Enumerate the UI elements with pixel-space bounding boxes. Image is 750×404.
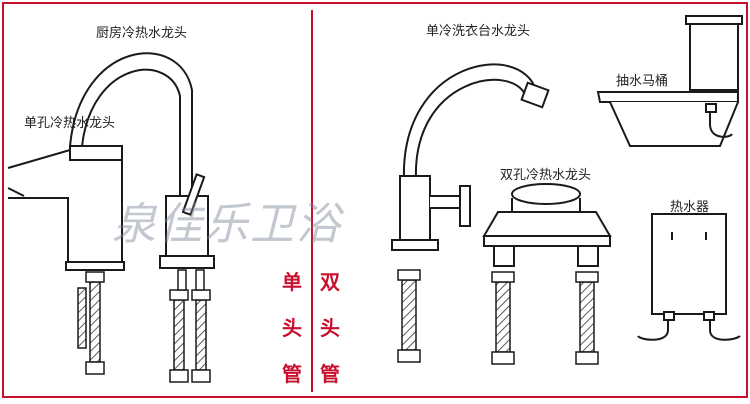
heading-double-3: 管 bbox=[320, 362, 340, 386]
label-water-heater: 热水器 bbox=[670, 200, 710, 215]
double-hole-faucet-drawing bbox=[482, 183, 612, 365]
label-toilet: 抽水马桶 bbox=[616, 74, 669, 89]
single-hoses bbox=[77, 269, 211, 383]
label-kitchen-faucet: 厨房冷热水龙头 bbox=[96, 26, 188, 41]
single-hole-faucet-drawing bbox=[7, 145, 125, 271]
heading-single-3: 管 bbox=[282, 362, 302, 386]
water-heater-drawing bbox=[637, 213, 741, 341]
heading-single-2: 头 bbox=[282, 316, 302, 340]
toilet-drawing bbox=[596, 15, 743, 147]
watermark-text: 泉佳乐卫浴 bbox=[112, 199, 342, 250]
label-double-hole-faucet: 双孔冷热水龙头 bbox=[500, 168, 592, 183]
label-laundry-faucet: 单冷洗衣台水龙头 bbox=[426, 24, 531, 39]
heading-double-2: 头 bbox=[320, 316, 340, 340]
label-single-hole-faucet: 单孔冷热水龙头 bbox=[24, 116, 116, 131]
heading-double-1: 双 bbox=[320, 270, 340, 294]
kitchen-faucet-drawing bbox=[69, 52, 215, 269]
outer-frame bbox=[2, 2, 748, 398]
heading-single-1: 单 bbox=[282, 270, 302, 294]
laundry-faucet-drawing bbox=[391, 63, 550, 363]
